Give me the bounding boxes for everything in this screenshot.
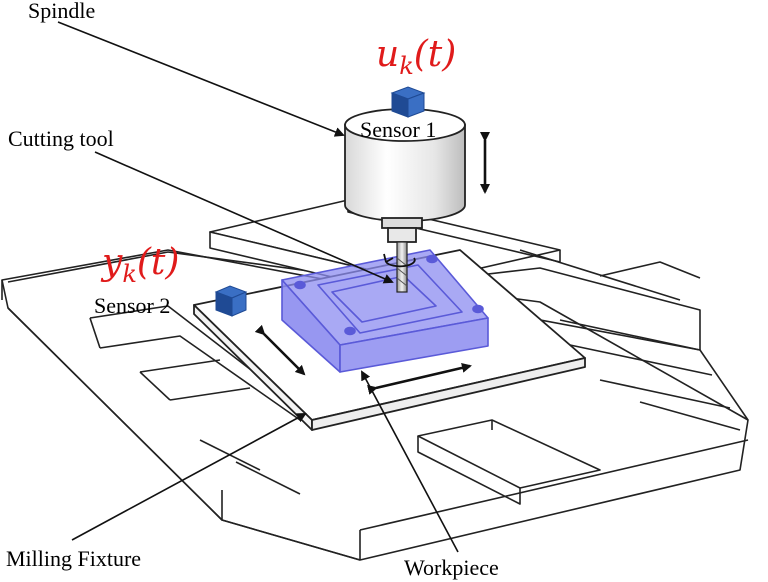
signal-output-sub: k xyxy=(122,260,137,288)
rotation-arrow-icon xyxy=(383,253,416,268)
leader-lines xyxy=(57,21,459,553)
spindle-head xyxy=(344,108,466,243)
signal-input-arg: (t) xyxy=(414,34,457,75)
workpiece-block xyxy=(281,249,489,373)
workpiece-leader xyxy=(361,370,459,553)
x-axis-arrow xyxy=(367,362,472,395)
motion-arrows xyxy=(254,132,490,395)
cube-icon xyxy=(390,86,426,118)
label-sensor2: Sensor 2 xyxy=(94,293,170,318)
label-workpiece: Workpiece xyxy=(404,555,499,580)
workpiece-front-face xyxy=(339,317,489,373)
workpiece-island xyxy=(331,275,437,323)
spindle-leader xyxy=(57,21,345,137)
signal-output: yk(t) xyxy=(100,242,179,288)
signal-output-arg: (t) xyxy=(137,242,180,283)
cutting-tool-leader xyxy=(94,151,394,284)
signal-input-base: u xyxy=(376,34,399,75)
mount-hole xyxy=(294,280,306,290)
mount-hole xyxy=(426,254,438,264)
signal-output-base: y xyxy=(100,242,123,283)
label-cutting-tool: Cutting tool xyxy=(8,126,114,151)
signal-input-sub: k xyxy=(399,52,414,80)
workpiece-pocket xyxy=(317,264,463,334)
mount-hole xyxy=(344,326,356,336)
signal-input: uk(t) xyxy=(376,34,456,80)
mount-hole xyxy=(472,304,484,314)
label-milling-fixture: Milling Fixture xyxy=(6,546,141,571)
label-sensor1: Sensor 1 xyxy=(360,117,436,142)
fixture-leader xyxy=(71,413,307,541)
label-spindle: Spindle xyxy=(28,0,95,23)
cube-icon xyxy=(214,285,248,317)
y-axis-arrow xyxy=(254,324,306,376)
